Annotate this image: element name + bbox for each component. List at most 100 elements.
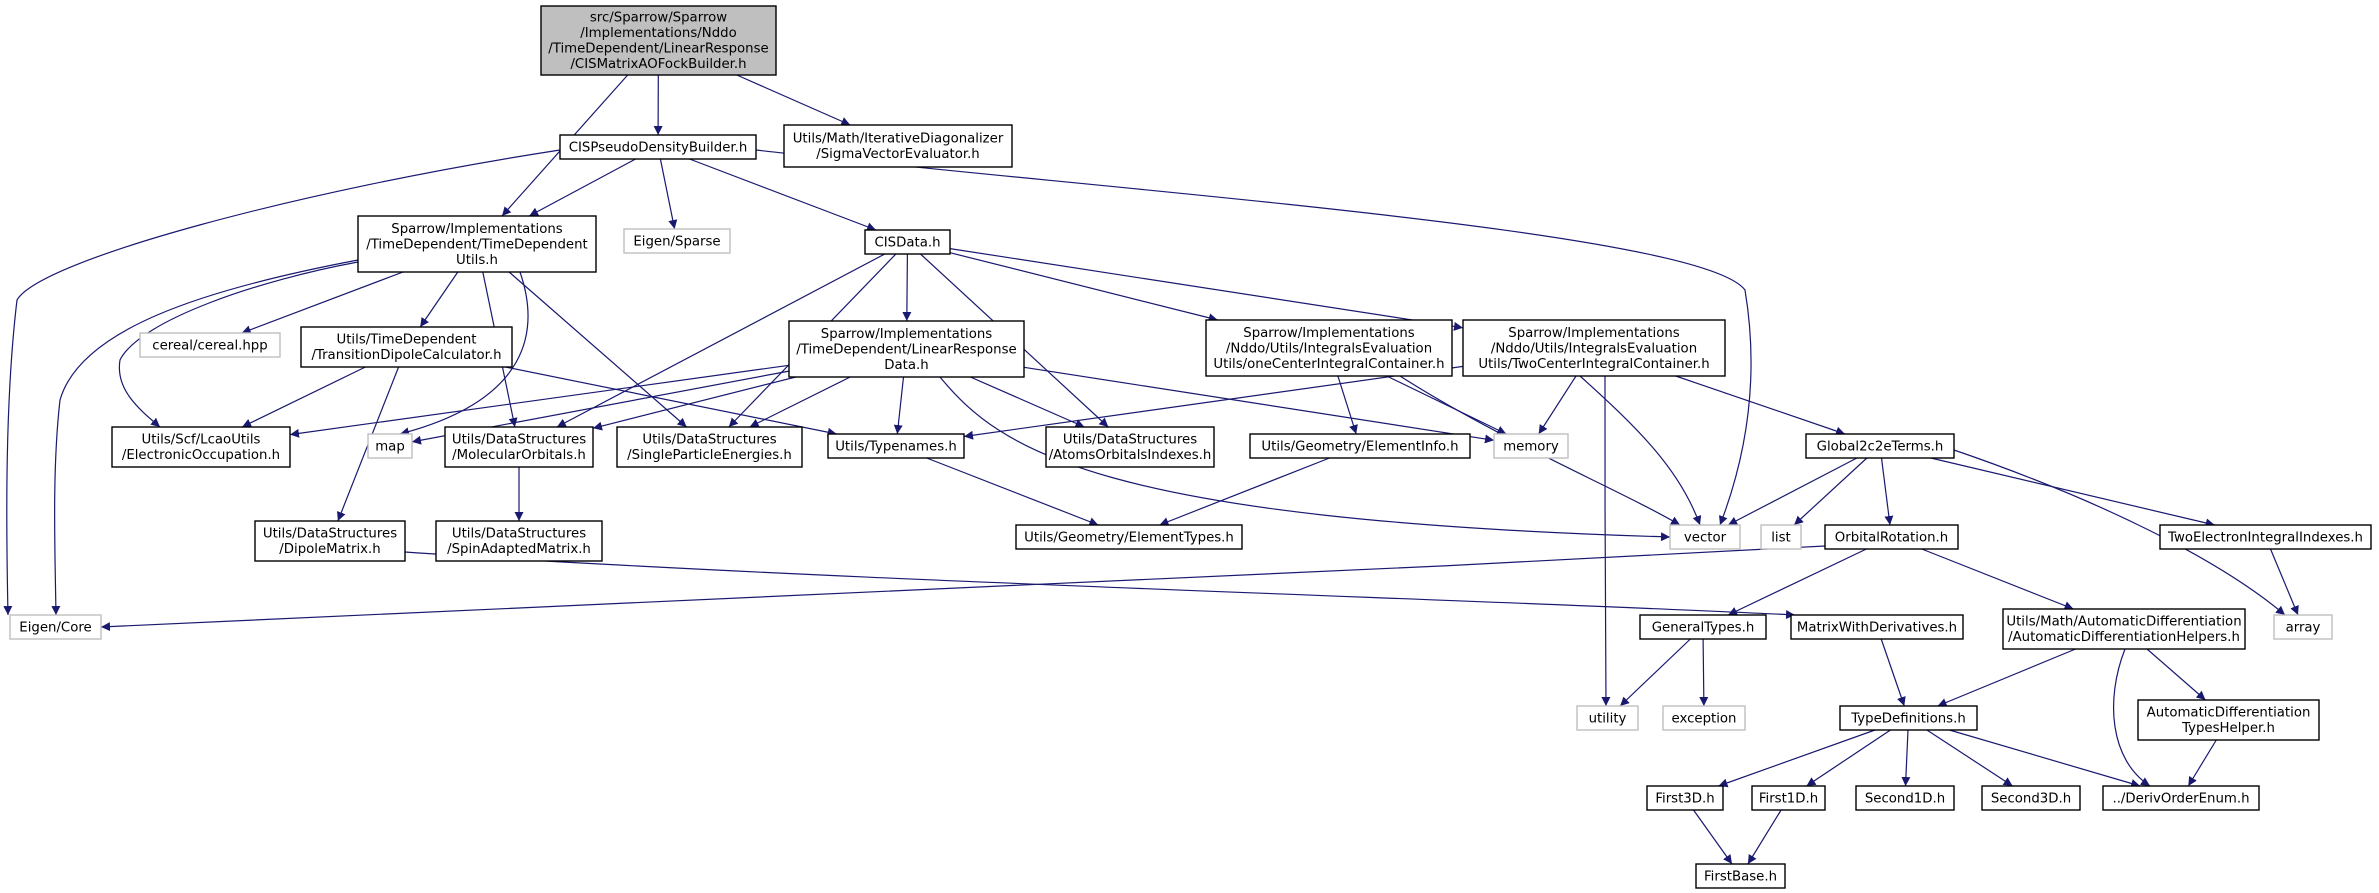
edge-lrdata-to-aoi — [970, 376, 1085, 428]
node-vector: vector — [1669, 524, 1741, 550]
node-root[interactable]: src/Sparrow/Sparrow/Implementations/Nddo… — [540, 5, 777, 76]
node-label-line: Sparrow/Implementations — [1508, 326, 1680, 341]
node-typenames[interactable]: Utils/Typenames.h — [827, 433, 965, 459]
node-map: map — [367, 433, 413, 459]
edge-typenames-to-eltypes — [926, 457, 1099, 526]
edge-cisdata-to-molorb — [556, 253, 886, 428]
node-array: array — [2273, 614, 2333, 640]
edge-line — [556, 253, 886, 428]
node-label-line: /Nddo/Utils/IntegralsEvaluation — [1226, 341, 1432, 356]
node-teii[interactable]: TwoElectronIntegralIndexes.h — [2159, 524, 2372, 550]
edge-line — [241, 366, 366, 428]
node-gentypes[interactable]: GeneralTypes.h — [1639, 614, 1767, 640]
edge-tdutils-to-eocc — [118, 261, 359, 428]
node-box — [1981, 785, 2081, 811]
edge-g2c2e-to-array — [1953, 449, 2286, 616]
edge-dipole-to-mwd — [404, 551, 1796, 620]
node-spe[interactable]: Utils/DataStructures/SingleParticleEnerg… — [616, 426, 803, 468]
edge-line — [949, 252, 1218, 323]
edge-cispdb-to-vector — [755, 149, 1752, 526]
node-box — [1493, 433, 1569, 459]
edge-line — [902, 253, 912, 322]
edge-cisdata-to-twocenter — [949, 248, 1464, 331]
edge-cisdata-to-onecenter — [949, 252, 1218, 323]
node-first1d[interactable]: First1D.h — [1751, 785, 1826, 811]
node-tdutils[interactable]: Sparrow/Implementations/TimeDependent/Ti… — [357, 215, 597, 273]
node-box — [367, 433, 413, 459]
node-mwd[interactable]: MatrixWithDerivatives.h — [1790, 614, 1964, 640]
edge-line — [2187, 739, 2217, 787]
node-sam[interactable]: Utils/DataStructures/SpinAdaptedMatrix.h — [435, 520, 603, 562]
node-box — [1855, 785, 1955, 811]
edge-line — [1601, 375, 1611, 707]
edge-cispdb-to-tdutils — [528, 158, 636, 217]
edge-line — [1159, 457, 1330, 526]
node-box — [1045, 426, 1215, 468]
node-cisdata[interactable]: CISData.h — [864, 229, 951, 255]
edge-cispdb-to-cisdata — [689, 158, 877, 232]
node-adh[interactable]: Utils/Math/AutomaticDifferentiation/Auto… — [2002, 608, 2246, 650]
node-g2c2e[interactable]: Global2c2eTerms.h — [1805, 433, 1955, 459]
node-firstbase[interactable]: FirstBase.h — [1695, 863, 1786, 889]
node-label-line: Eigen/Sparse — [633, 234, 720, 249]
node-eltypes[interactable]: Utils/Geometry/ElementTypes.h — [1015, 524, 1243, 550]
node-box — [254, 520, 406, 562]
node-twocenter[interactable]: Sparrow/Implementations/Nddo/Utils/Integ… — [1462, 319, 1726, 377]
edge-twocenter-to-g2c2e — [1675, 375, 1846, 436]
edge-lrdata-to-eocc — [289, 364, 790, 438]
node-tdc[interactable]: Utils/TimeDependent/TransitionDipoleCalc… — [300, 326, 513, 368]
node-label-line: Utils/oneCenterIntegralContainer.h — [1213, 357, 1444, 372]
edge-line — [1386, 375, 1507, 435]
node-lrdata[interactable]: Sparrow/Implementations/TimeDependent/Li… — [788, 320, 1025, 378]
node-derivorder[interactable]: ../DerivOrderEnum.h — [2102, 785, 2260, 811]
node-aoi[interactable]: Utils/DataStructures/AtomsOrbitalsIndexe… — [1045, 426, 1215, 468]
node-box — [623, 228, 731, 254]
node-label-line: Sparrow/Implementations — [391, 222, 563, 237]
node-dipole[interactable]: Utils/DataStructures/DipoleMatrix.h — [254, 520, 406, 562]
edge-line — [241, 271, 404, 335]
edge-line — [2146, 648, 2206, 701]
node-box — [1576, 705, 1639, 731]
node-box — [864, 229, 951, 255]
node-molorb[interactable]: Utils/DataStructures/MolecularOrbitals.h — [444, 426, 594, 468]
node-label-line: /TimeDependent/LinearResponse — [796, 342, 1016, 357]
edge-adh-to-adth — [2146, 648, 2206, 701]
node-box — [435, 520, 603, 562]
node-first3d[interactable]: First3D.h — [1646, 785, 1724, 811]
edge-line — [939, 376, 1671, 542]
node-label-line: Utils.h — [456, 253, 498, 268]
node-box — [1646, 785, 1724, 811]
edge-line — [1949, 729, 2141, 788]
node-exception: exception — [1662, 705, 1746, 731]
edge-lrdata-to-molorb — [592, 376, 796, 431]
node-label-line: /SpinAdaptedMatrix.h — [447, 542, 591, 557]
node-orbrot[interactable]: OrbitalRotation.h — [1824, 524, 1959, 550]
node-label-line: GeneralTypes.h — [1652, 620, 1755, 635]
node-label-line: TypesHelper.h — [2181, 721, 2275, 736]
edge-onecenter-to-memory — [1386, 375, 1507, 435]
node-second3d[interactable]: Second3D.h — [1981, 785, 2081, 811]
node-eocc[interactable]: Utils/Scf/LcaoUtils/ElectronicOccupation… — [111, 426, 291, 468]
edge-gentypes-to-utility — [1619, 638, 1691, 707]
node-cispdb[interactable]: CISPseudoDensityBuilder.h — [559, 134, 757, 160]
node-label-line: CISPseudoDensityBuilder.h — [569, 140, 748, 155]
node-box — [1805, 433, 1955, 459]
edge-line — [2112, 648, 2151, 787]
edge-line — [1793, 457, 1868, 526]
edge-line — [1901, 729, 1911, 787]
node-box — [1790, 614, 1964, 640]
node-sigma[interactable]: Utils/Math/IterativeDiagonalizer/SigmaVe… — [783, 124, 1013, 168]
node-second1d[interactable]: Second1D.h — [1855, 785, 1955, 811]
edge-tdutils-to-eigencore — [51, 259, 359, 616]
node-box — [1760, 524, 1802, 550]
node-label-line: src/Sparrow/Sparrow — [590, 11, 727, 26]
node-elinfo[interactable]: Utils/Geometry/ElementInfo.h — [1249, 433, 1471, 459]
node-typedefs[interactable]: TypeDefinitions.h — [1839, 705, 1978, 731]
node-label-line: Utils/DataStructures — [263, 527, 397, 542]
node-box — [1015, 524, 1243, 550]
node-label-line: TwoElectronIntegralIndexes.h — [2167, 530, 2363, 545]
node-box — [1662, 705, 1746, 731]
edge-line — [1921, 548, 2074, 610]
node-onecenter[interactable]: Sparrow/Implementations/Nddo/Utils/Integ… — [1205, 319, 1453, 377]
